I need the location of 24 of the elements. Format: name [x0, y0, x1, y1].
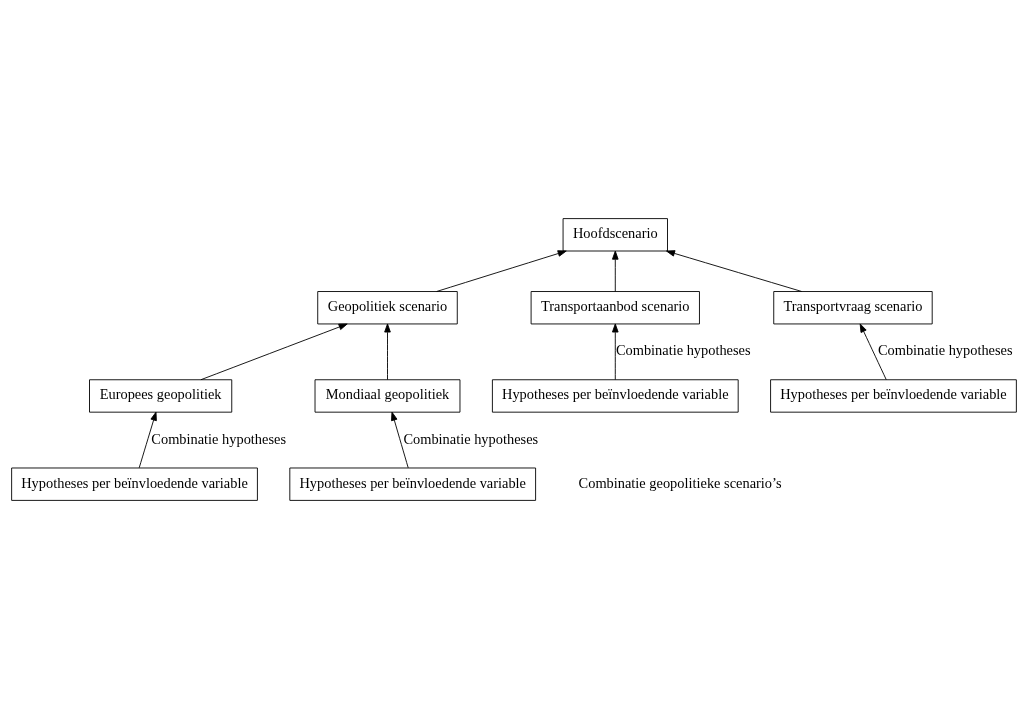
arrow	[138, 411, 157, 469]
node-box: Geopolitiek scenario	[317, 291, 458, 325]
edge-label: Combinatie hypotheses	[151, 430, 287, 447]
arrow	[384, 323, 391, 381]
arrow	[391, 411, 409, 469]
node-box: Hypotheses per beïnvloedende variable	[289, 467, 537, 501]
node-box: Hypotheses per beïnvloedende variable	[770, 379, 1017, 413]
node-box: Europees geopolitiek	[89, 379, 233, 413]
node-box: Hypotheses per beïnvloedende variable	[491, 379, 739, 413]
arrow	[859, 323, 887, 381]
node-box: Mondiaal geopolitiek	[314, 379, 461, 413]
label: Combinatie geopolitieke scenario’s	[578, 474, 782, 491]
node-box: Transportvraag scenario	[773, 291, 933, 325]
arrow	[200, 323, 348, 381]
arrow	[436, 250, 567, 292]
arrow	[612, 323, 619, 381]
edge-label: Combinatie hypotheses	[403, 430, 539, 447]
edge-label: Combinatie hypotheses	[877, 342, 1013, 359]
arrow	[666, 250, 803, 292]
node-box: Transportaanbod scenario	[530, 291, 700, 325]
node-box: Hypotheses per beïnvloedende variable	[11, 467, 258, 501]
node-box: Hoofdscenario	[562, 218, 668, 252]
arrow	[612, 250, 619, 292]
edge-label: Combinatie hypotheses	[615, 342, 751, 359]
